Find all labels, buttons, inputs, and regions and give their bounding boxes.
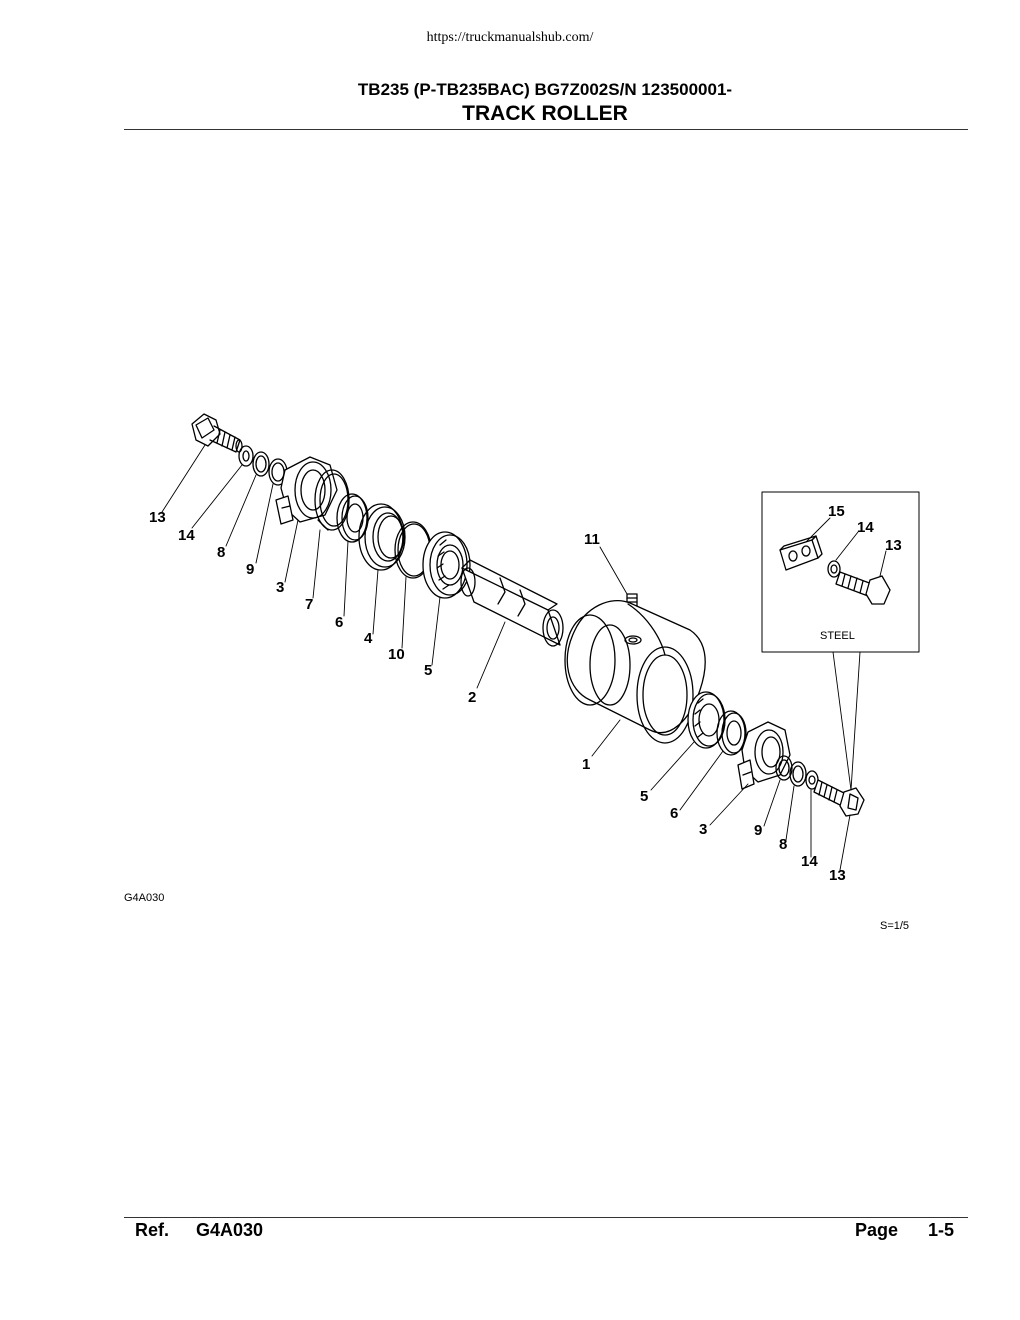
bearing-5-right [687, 691, 726, 749]
ref-value: G4A030 [196, 1220, 264, 1240]
callout-4: 4 [364, 630, 373, 647]
callout-9-left: 9 [246, 561, 254, 578]
figure-id: G4A030 [124, 892, 164, 904]
page-title: TRACK ROLLER [462, 102, 628, 125]
source-url[interactable]: https://truckmanualshub.com/ [426, 30, 594, 45]
header-rule [124, 129, 968, 130]
inset-callout-15: 15 [828, 503, 845, 520]
callout-13-right: 13 [829, 867, 846, 884]
shaft-2 [460, 559, 564, 647]
inset-steel-label: STEEL [820, 630, 855, 642]
ref-label: Ref. [135, 1220, 170, 1240]
callout-13-left: 13 [149, 509, 166, 526]
callout-6-right: 6 [670, 805, 678, 822]
collar-3-right [737, 721, 791, 790]
callout-9-right: 9 [754, 822, 762, 839]
inset-box [761, 491, 920, 653]
callout-3-left: 3 [276, 579, 284, 596]
callout-1: 1 [582, 756, 590, 773]
callout-8-right: 8 [779, 836, 787, 853]
callout-11: 11 [584, 531, 600, 548]
bolt-left [191, 413, 243, 453]
seal-6-right [716, 710, 747, 756]
bearing-5-left [422, 531, 471, 599]
page-number: 1-5 [928, 1220, 955, 1240]
callout-2: 2 [468, 689, 476, 706]
callout-8-left: 8 [217, 544, 225, 561]
inset-washer-14 [827, 560, 841, 578]
callout-10: 10 [388, 646, 405, 663]
collar-3-left [275, 456, 338, 525]
roller-1 [564, 599, 706, 744]
floating-seal-4 [358, 503, 406, 571]
callout-3-right: 3 [699, 821, 707, 838]
callout-6-left: 6 [335, 614, 343, 631]
seal-6-left [336, 493, 369, 543]
ring-9-right [775, 755, 793, 781]
page-label: Page [855, 1220, 899, 1240]
inset-callout-13: 13 [885, 537, 902, 554]
footer-rule [124, 1217, 968, 1218]
washer-14-left [238, 445, 254, 467]
model-heading: TB235 (P-TB235BAC) BG7Z002S/N 123500001- [357, 80, 733, 99]
inset-plate-15 [779, 535, 823, 571]
inset-bolt-13 [835, 571, 891, 605]
scale-label: S=1/5 [880, 920, 909, 932]
callout-14-left: 14 [178, 527, 195, 544]
bolt-right [813, 779, 865, 817]
callout-5-right: 5 [640, 788, 648, 805]
callout-5-left: 5 [424, 662, 432, 679]
callout-14-right: 14 [801, 853, 818, 870]
lock-washer-8-right [789, 761, 807, 787]
leader-lines [161, 444, 861, 871]
lock-washer-8-left [252, 451, 270, 477]
inset-callout-14: 14 [857, 519, 874, 536]
callout-7: 7 [305, 596, 313, 613]
